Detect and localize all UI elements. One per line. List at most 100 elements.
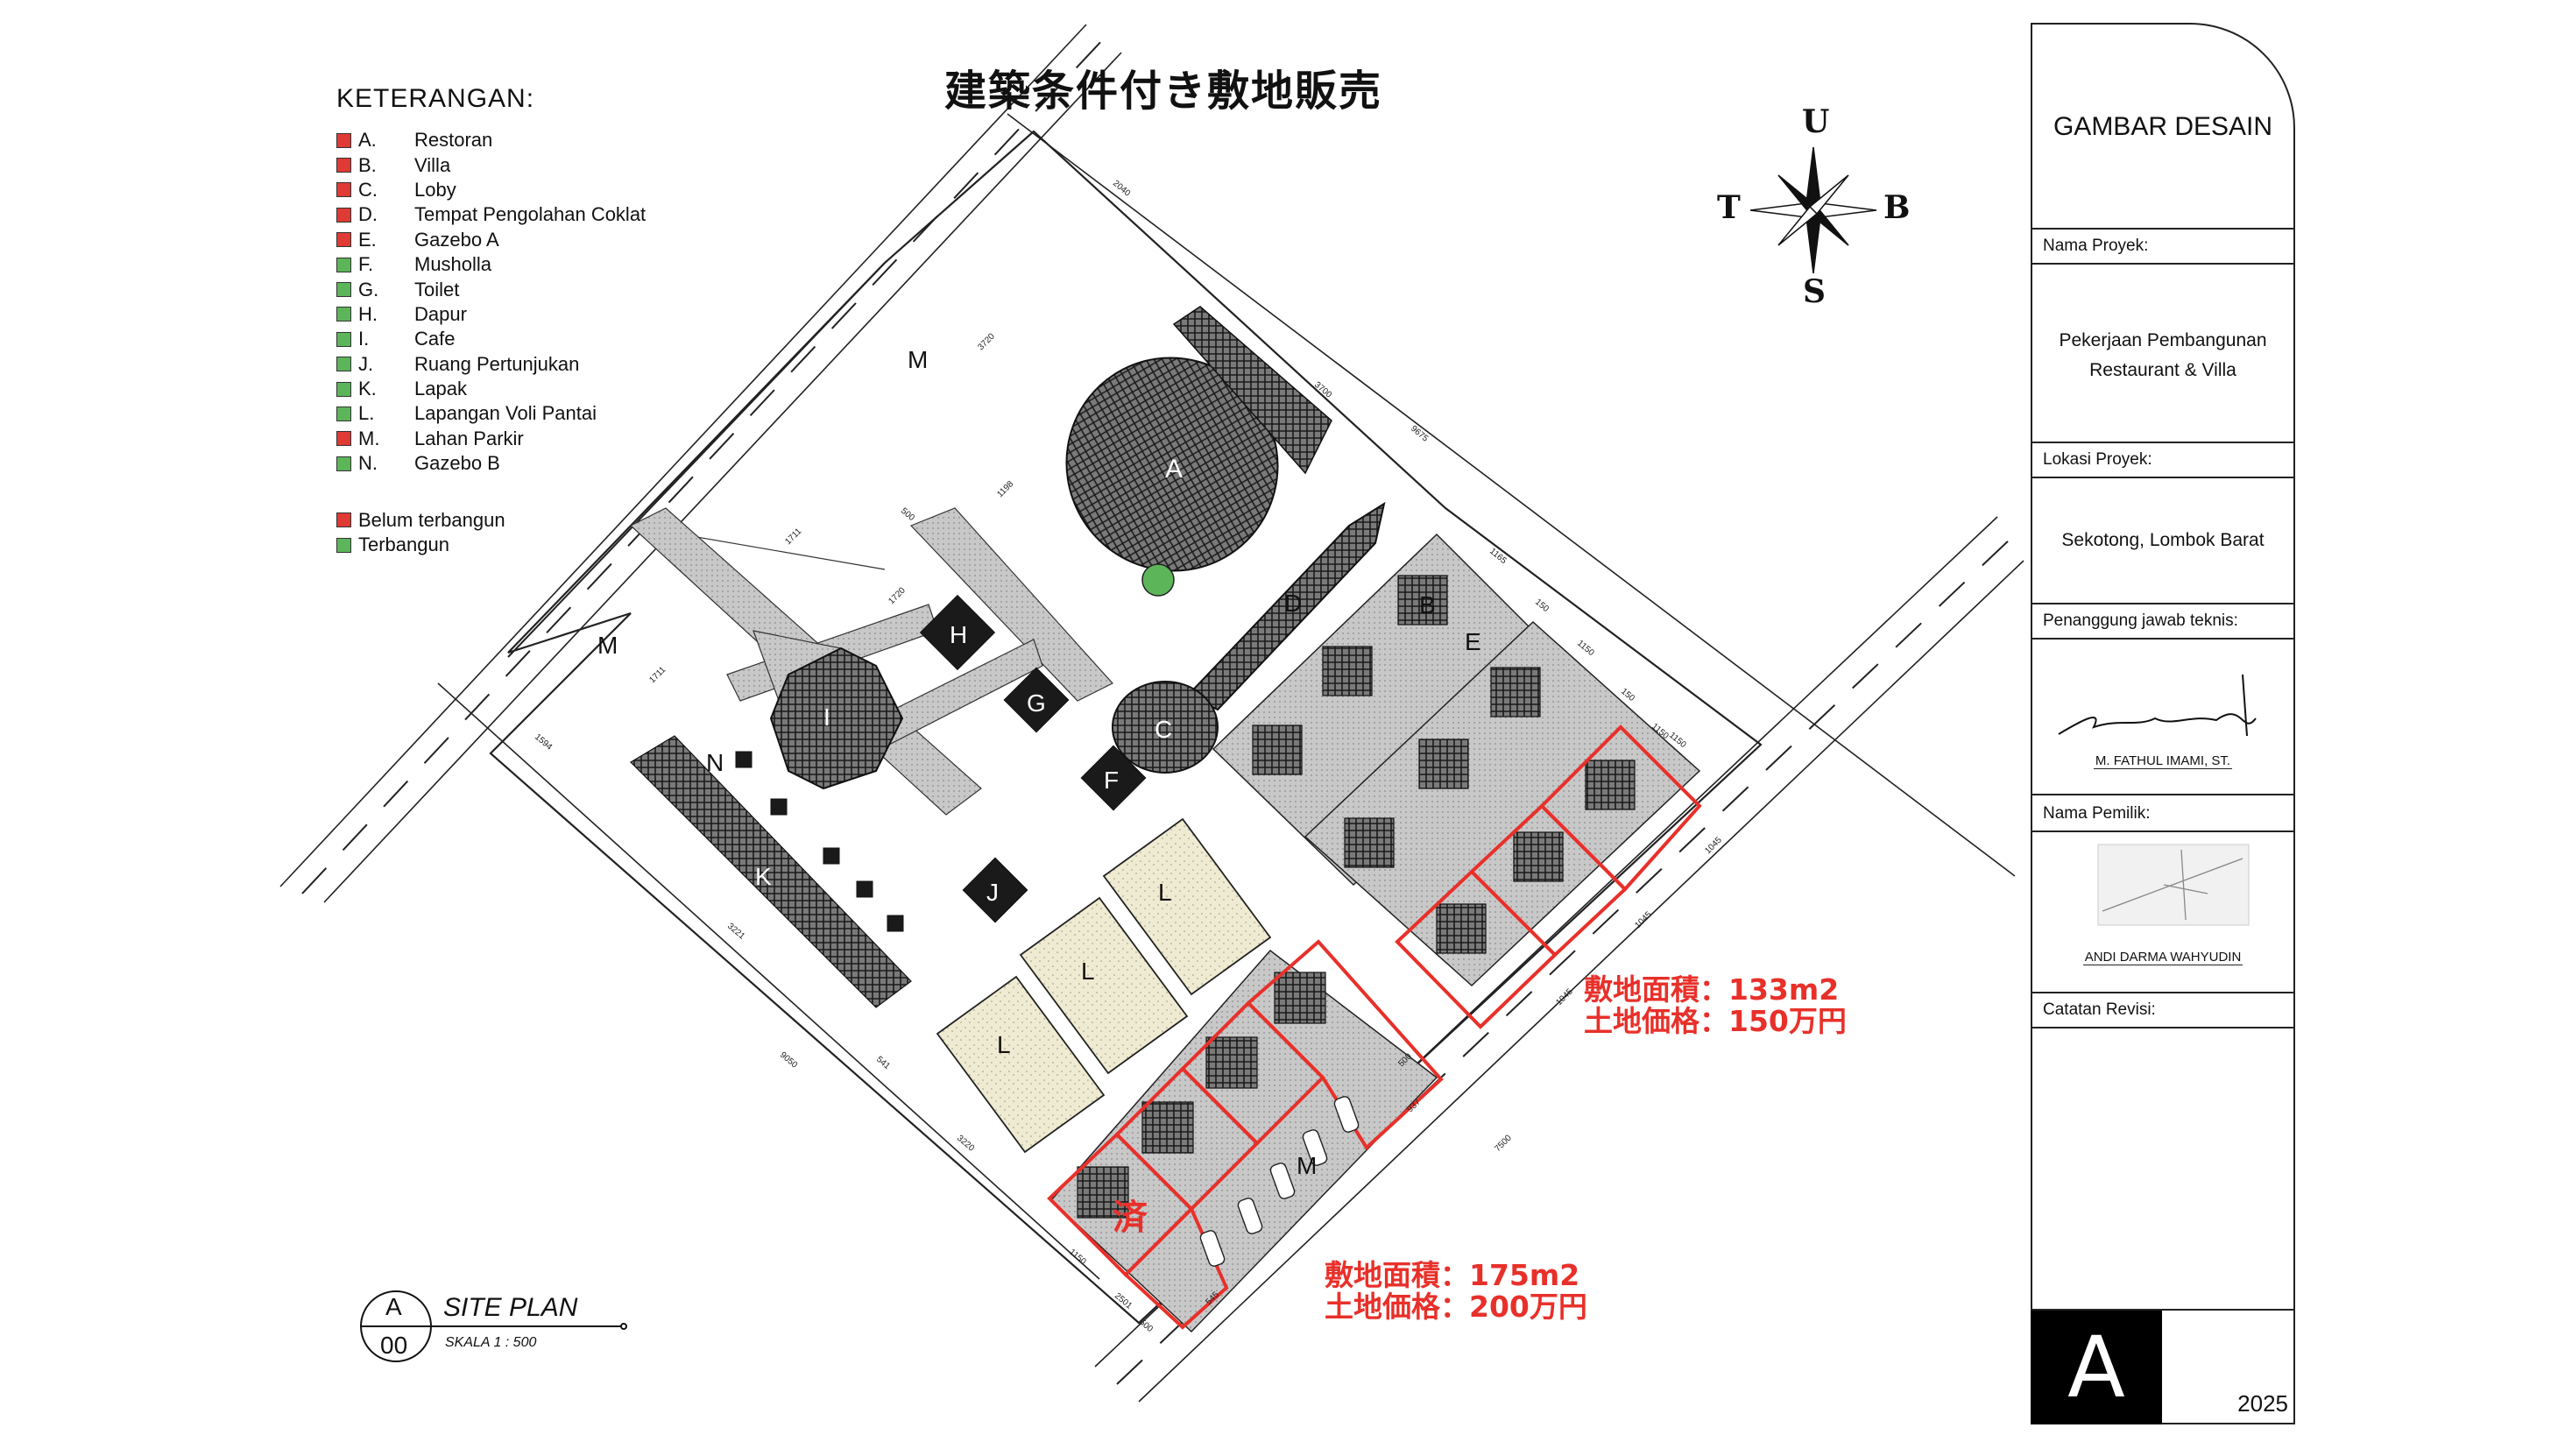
cafe-i bbox=[769, 647, 904, 790]
dim-5: 1165 bbox=[1487, 547, 1509, 567]
zone-label-j: J bbox=[986, 879, 999, 906]
tree-icon bbox=[1141, 563, 1175, 597]
dim-6: 1150 bbox=[1575, 639, 1596, 659]
legend-code: C. bbox=[358, 178, 378, 201]
lot-info-a-price: 土地価格：150万円 bbox=[1584, 1004, 1847, 1038]
dim-18: 1720 bbox=[887, 585, 908, 606]
legend-code: E. bbox=[358, 228, 377, 251]
zone-label-g: G bbox=[1027, 689, 1046, 717]
owner-name: ANDI DARMA WAHYUDIN bbox=[2082, 950, 2243, 965]
zone-label-f: F bbox=[1104, 767, 1119, 794]
legend-item: C.Loby bbox=[336, 178, 646, 202]
project-label: Nama Proyek: bbox=[2043, 237, 2149, 255]
status-swatch-icon bbox=[336, 282, 351, 298]
zone-label-m2: M bbox=[597, 632, 618, 659]
legend-item: A. Restoran bbox=[336, 128, 646, 152]
sale-lots-upper bbox=[1395, 724, 1702, 1029]
zone-label-l2: L bbox=[1081, 958, 1095, 985]
zone-label-l3: L bbox=[997, 1031, 1011, 1058]
divider bbox=[2032, 228, 2293, 230]
lapak-strip bbox=[630, 735, 912, 1008]
lot-info-b-price: 土地価格：200万円 bbox=[1325, 1290, 1587, 1324]
dim-21: 3221 bbox=[725, 922, 746, 942]
project-value-2: Restaurant & Villa bbox=[2089, 360, 2236, 380]
parked-cars bbox=[1199, 1096, 1360, 1267]
dim-25: 500 bbox=[1137, 1318, 1155, 1334]
zone-label-n: N bbox=[706, 749, 724, 776]
dim-12: 1045 bbox=[1633, 909, 1654, 930]
divider bbox=[2032, 263, 2293, 265]
legend-item: M.Lahan Parkir bbox=[336, 427, 646, 451]
small-buildings bbox=[735, 594, 1147, 932]
compass-icon bbox=[1749, 146, 1877, 274]
legend-code: I. bbox=[358, 328, 370, 350]
dim-16: 1711 bbox=[783, 527, 803, 547]
dim-20: 1594 bbox=[533, 732, 554, 753]
legend-code: N. bbox=[358, 452, 378, 475]
zone-label-h: H bbox=[950, 621, 967, 648]
compass-west: T bbox=[1717, 189, 1741, 226]
legend-code: K. bbox=[358, 378, 377, 400]
sold-mark: 済 bbox=[1113, 1198, 1148, 1238]
status-swatch-icon bbox=[336, 381, 351, 397]
dim-11: 1045 bbox=[1703, 835, 1724, 856]
zone-label-i: I bbox=[823, 703, 830, 731]
legend-label: Musholla bbox=[414, 253, 492, 276]
zone-label-l1: L bbox=[1158, 879, 1172, 906]
compass-north: U bbox=[1802, 103, 1830, 140]
villa-houses-lower bbox=[1077, 972, 1326, 1219]
dim-4: 9675 bbox=[1409, 424, 1430, 444]
status-swatch-icon bbox=[336, 182, 351, 198]
lobby-c bbox=[1112, 681, 1219, 774]
owner-signature-image bbox=[2097, 844, 2250, 926]
legend-code: G. bbox=[358, 278, 379, 300]
legend-item: B.Villa bbox=[336, 152, 646, 177]
legend-label: Cafe bbox=[414, 328, 456, 350]
location-value: Sekotong, Lombok Barat bbox=[2061, 530, 2265, 550]
status-swatch-icon bbox=[336, 456, 351, 471]
divider bbox=[2032, 477, 2293, 478]
engineer-signature bbox=[2058, 674, 2257, 737]
zone-label-a: A bbox=[1165, 455, 1183, 484]
legend-code: M. bbox=[358, 427, 380, 449]
site-plan-badge bbox=[360, 1290, 627, 1362]
legend-item: G.Toilet bbox=[336, 277, 646, 301]
legend-code: L. bbox=[358, 402, 375, 425]
legend-status-label: Terbangun bbox=[358, 534, 449, 556]
owner-label: Nama Pemilik: bbox=[2043, 804, 2151, 823]
drawing-year: 2025 bbox=[2237, 1390, 2288, 1417]
divider bbox=[2032, 992, 2293, 993]
lot-info-a-area: 敷地面積：133m2 bbox=[1584, 972, 1840, 1007]
compass-south: S bbox=[1803, 273, 1826, 310]
legend-item: K.Lapak bbox=[336, 377, 646, 401]
zone-label-e: E bbox=[1465, 628, 1481, 655]
dim-15: 500 bbox=[899, 506, 916, 523]
zone-label-b: B bbox=[1419, 591, 1436, 618]
lot-info-b: 敷地面積：175m2 土地価格：200万円 bbox=[1325, 1260, 1587, 1323]
legend-item: H.Dapur bbox=[336, 302, 646, 327]
title-block-header: GAMBAR DESAIN bbox=[2053, 112, 2273, 141]
legend-label: Gazebo B bbox=[414, 452, 500, 475]
status-swatch-icon bbox=[336, 158, 351, 173]
top-strip bbox=[1172, 306, 1332, 475]
dim-19: 1198 bbox=[995, 479, 1015, 499]
legend-label: Tempat Pengolahan Coklat bbox=[414, 203, 647, 226]
villa-houses-upper bbox=[1252, 575, 1636, 954]
legend-item: D.Tempat Pengolahan Coklat bbox=[336, 202, 646, 227]
dim-30: 541 bbox=[874, 1055, 892, 1071]
zone-label-m1: M bbox=[908, 346, 928, 373]
legend-item: E.Gazebo A bbox=[336, 228, 646, 252]
status-swatch-icon bbox=[336, 257, 351, 272]
title-block: GAMBAR DESAIN Nama Proyek: Pekerjaan Pem… bbox=[2031, 23, 2295, 1424]
page-title-jp: 建築条件付き敷地販売 bbox=[944, 67, 1383, 116]
legend-code: A. bbox=[358, 129, 377, 152]
status-swatch-icon bbox=[336, 331, 351, 347]
villa-lots-upper bbox=[1212, 533, 1701, 987]
location-label: Lokasi Proyek: bbox=[2043, 450, 2152, 469]
legend-label: Restoran bbox=[414, 129, 493, 152]
status-swatch-icon bbox=[336, 207, 351, 223]
